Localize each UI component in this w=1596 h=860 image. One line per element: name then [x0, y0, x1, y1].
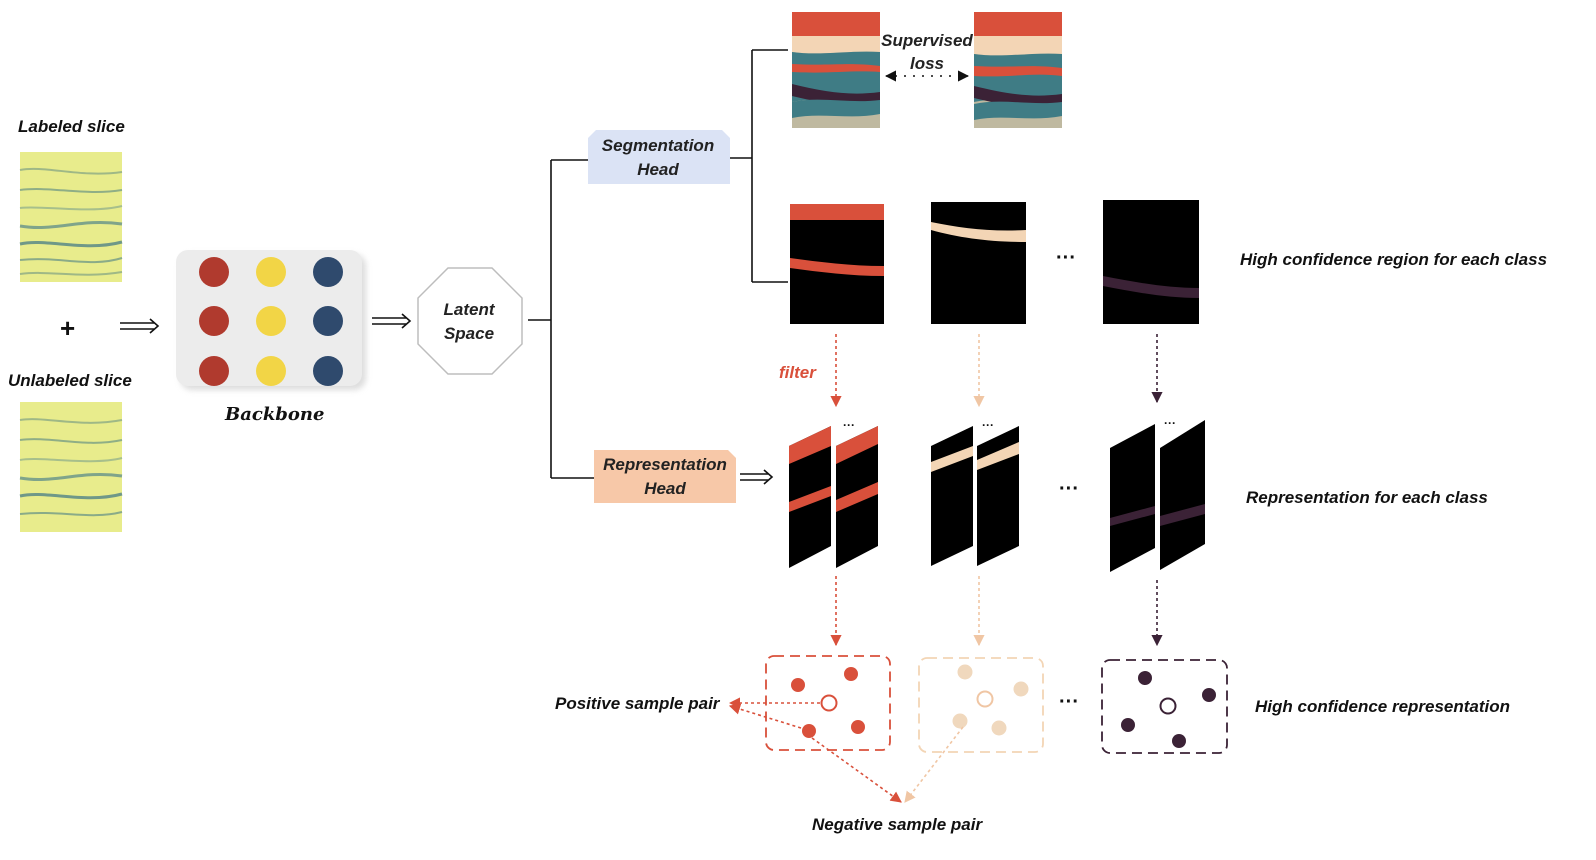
anchor-dot-icon — [1159, 697, 1177, 715]
representation-head-block — [594, 450, 736, 503]
segmentation-head-label: Head — [637, 160, 679, 179]
plane-ellipsis: ··· — [843, 418, 855, 432]
backbone-label: Backbone — [224, 404, 324, 425]
sample-dot-icon — [844, 667, 858, 681]
plane-ellipsis: ··· — [1164, 416, 1176, 430]
representation-head-label: Head — [644, 479, 686, 498]
latent-space-octagon-icon — [417, 267, 523, 375]
representation-ellipsis: ··· — [1059, 478, 1079, 500]
sample-dot-icon — [851, 720, 865, 734]
sample-dot-icon — [791, 678, 805, 692]
backbone-dot-icon — [199, 306, 229, 336]
high-confidence-region-label: High confidence region for each class — [1240, 250, 1547, 269]
positive-pair-label: Positive sample pair — [555, 694, 721, 713]
cluster-purple — [1101, 659, 1228, 754]
region-ellipsis: ··· — [1056, 247, 1076, 269]
backbone-dot-icon — [313, 306, 343, 336]
cluster-ellipsis: ··· — [1059, 691, 1079, 713]
supervised-loss-label: Supervised — [881, 31, 973, 50]
sample-dot-icon — [1121, 718, 1135, 732]
backbone-dot-icon — [199, 356, 229, 386]
confidence-map-red — [790, 204, 884, 324]
negative-pair-label: Negative sample pair — [812, 815, 983, 834]
segmentation-head-block — [588, 130, 730, 184]
latent-space-label: Latent — [444, 300, 496, 319]
backbone-dot-icon — [313, 257, 343, 287]
representation-arrow-icon — [740, 469, 774, 485]
backbone-arrow-icon — [372, 313, 412, 329]
cluster-red — [765, 655, 891, 751]
backbone-block — [176, 250, 366, 390]
input-arrow-icon — [120, 318, 160, 334]
sample-dot-icon — [1172, 734, 1186, 748]
backbone-dot-icon — [256, 257, 286, 287]
labeled-slice-label: Labeled slice — [18, 117, 125, 136]
negative-pair-arrow-icon — [811, 737, 902, 803]
sample-dot-icon — [802, 724, 816, 738]
high-confidence-representation-label: High confidence representation — [1255, 697, 1510, 716]
unlabeled-slice-label: Unlabeled slice — [8, 371, 132, 390]
representation-planes-cream: ··· — [931, 418, 1019, 566]
confidence-map-purple — [1103, 200, 1199, 324]
confidence-map-cream — [931, 202, 1026, 324]
prediction-map — [792, 12, 880, 128]
sample-dot-icon — [1202, 688, 1216, 702]
ground-truth-map — [974, 12, 1062, 128]
sample-dot-icon — [957, 664, 973, 680]
sample-dot-icon — [991, 720, 1007, 736]
supervised-loss-label: loss — [910, 54, 944, 73]
plus-sign: + — [60, 313, 75, 343]
anchor-dot-icon — [820, 694, 838, 712]
backbone-dot-icon — [199, 257, 229, 287]
representation-each-class-label: Representation for each class — [1246, 488, 1488, 507]
segmentation-head-label: Segmentation — [602, 136, 714, 155]
sample-dot-icon — [1013, 681, 1029, 697]
labeled-seismic-slice — [19, 152, 123, 282]
unlabeled-seismic-slice — [19, 402, 123, 532]
branch-connector — [528, 159, 594, 479]
positive-pair-arrow-icon — [728, 703, 802, 729]
sample-dot-icon — [1138, 671, 1152, 685]
plane-ellipsis: ··· — [982, 418, 994, 432]
cluster-cream — [918, 657, 1044, 753]
latent-space-label: Space — [444, 324, 494, 343]
anchor-dot-icon — [976, 690, 994, 708]
backbone-dot-icon — [256, 356, 286, 386]
backbone-dot-icon — [256, 306, 286, 336]
filter-label: filter — [779, 363, 817, 382]
backbone-dot-icon — [313, 356, 343, 386]
representation-planes-red: ··· — [789, 418, 878, 568]
segmentation-branch-connector — [730, 49, 788, 283]
negative-pair-arrow-icon — [904, 726, 964, 803]
representation-head-label: Representation — [603, 455, 727, 474]
representation-planes-purple: ··· — [1110, 416, 1205, 572]
sample-dot-icon — [952, 713, 968, 729]
